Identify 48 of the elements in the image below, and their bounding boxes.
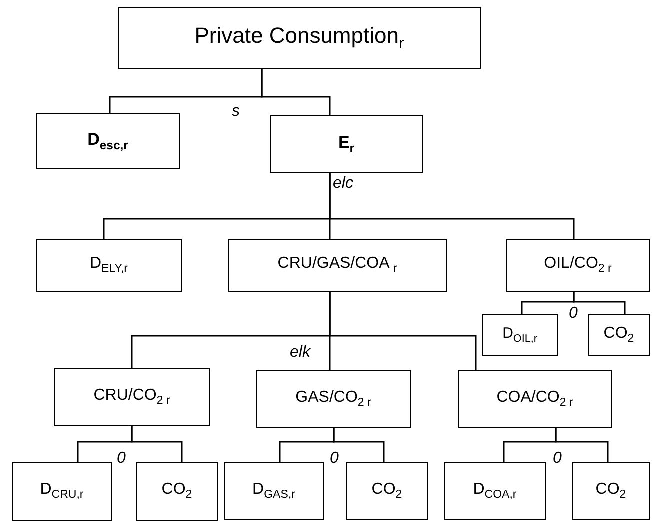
node-label: OIL/CO$_{2 r}$ (544, 255, 612, 276)
process-box (458, 370, 612, 428)
elasticity-label: 0 (330, 451, 339, 467)
process-box (256, 370, 411, 428)
node-label: CRU/CO$_{2 r}$ (94, 386, 170, 408)
node-label: D$_{COA,r}$ (473, 480, 517, 502)
connector-line (261, 69, 331, 115)
node-label: CO$_{2}$ (596, 480, 626, 502)
elasticity-label: 0 (553, 451, 562, 467)
process-box (506, 239, 650, 292)
process-box (36, 113, 180, 169)
connector-line (555, 428, 609, 462)
process-box (36, 239, 182, 292)
connector-line (573, 292, 626, 314)
process-box (228, 239, 447, 292)
node-label: D$_{GAS,r}$ (252, 480, 296, 502)
connector-line (333, 428, 385, 462)
node-label: D$_{OIL,r}$ (502, 325, 538, 345)
process-box (346, 462, 428, 520)
node-label: CRU/GAS/COA $_{r}$ (278, 255, 398, 276)
connector-line (329, 173, 575, 239)
elasticity-label: elc (333, 176, 354, 192)
elasticity-label: s (232, 104, 240, 120)
process-box (572, 462, 650, 520)
node-label: D$_{esc,r}$ (88, 130, 128, 152)
process-box (54, 368, 210, 426)
process-box (588, 314, 650, 356)
node-label: CO$_{2}$ (604, 324, 634, 346)
process-box (224, 462, 324, 520)
node-label: CO$_{2}$ (372, 480, 402, 502)
node-label: GAS/CO$_{2 r}$ (296, 388, 372, 410)
connector-line (131, 426, 183, 462)
process-box (12, 462, 112, 521)
connector-line (329, 292, 477, 370)
process-box (118, 7, 481, 69)
node-label: COA/CO$_{2 r}$ (496, 388, 574, 410)
node-label: D$_{ELY,r}$ (90, 255, 128, 276)
node-label: E$_{r}$ (338, 132, 355, 156)
elasticity-label: 0 (569, 306, 578, 322)
node-label: D$_{CRU,r}$ (40, 481, 84, 502)
node-label: Private Consumption$_{r}$ (194, 22, 404, 54)
process-box (482, 314, 558, 356)
elasticity-label: 0 (117, 451, 126, 467)
node-label: CO$_{2}$ (162, 481, 192, 502)
process-box (444, 462, 546, 520)
process-box (270, 115, 423, 173)
process-box (136, 462, 218, 521)
elasticity-label: elk (290, 345, 310, 361)
